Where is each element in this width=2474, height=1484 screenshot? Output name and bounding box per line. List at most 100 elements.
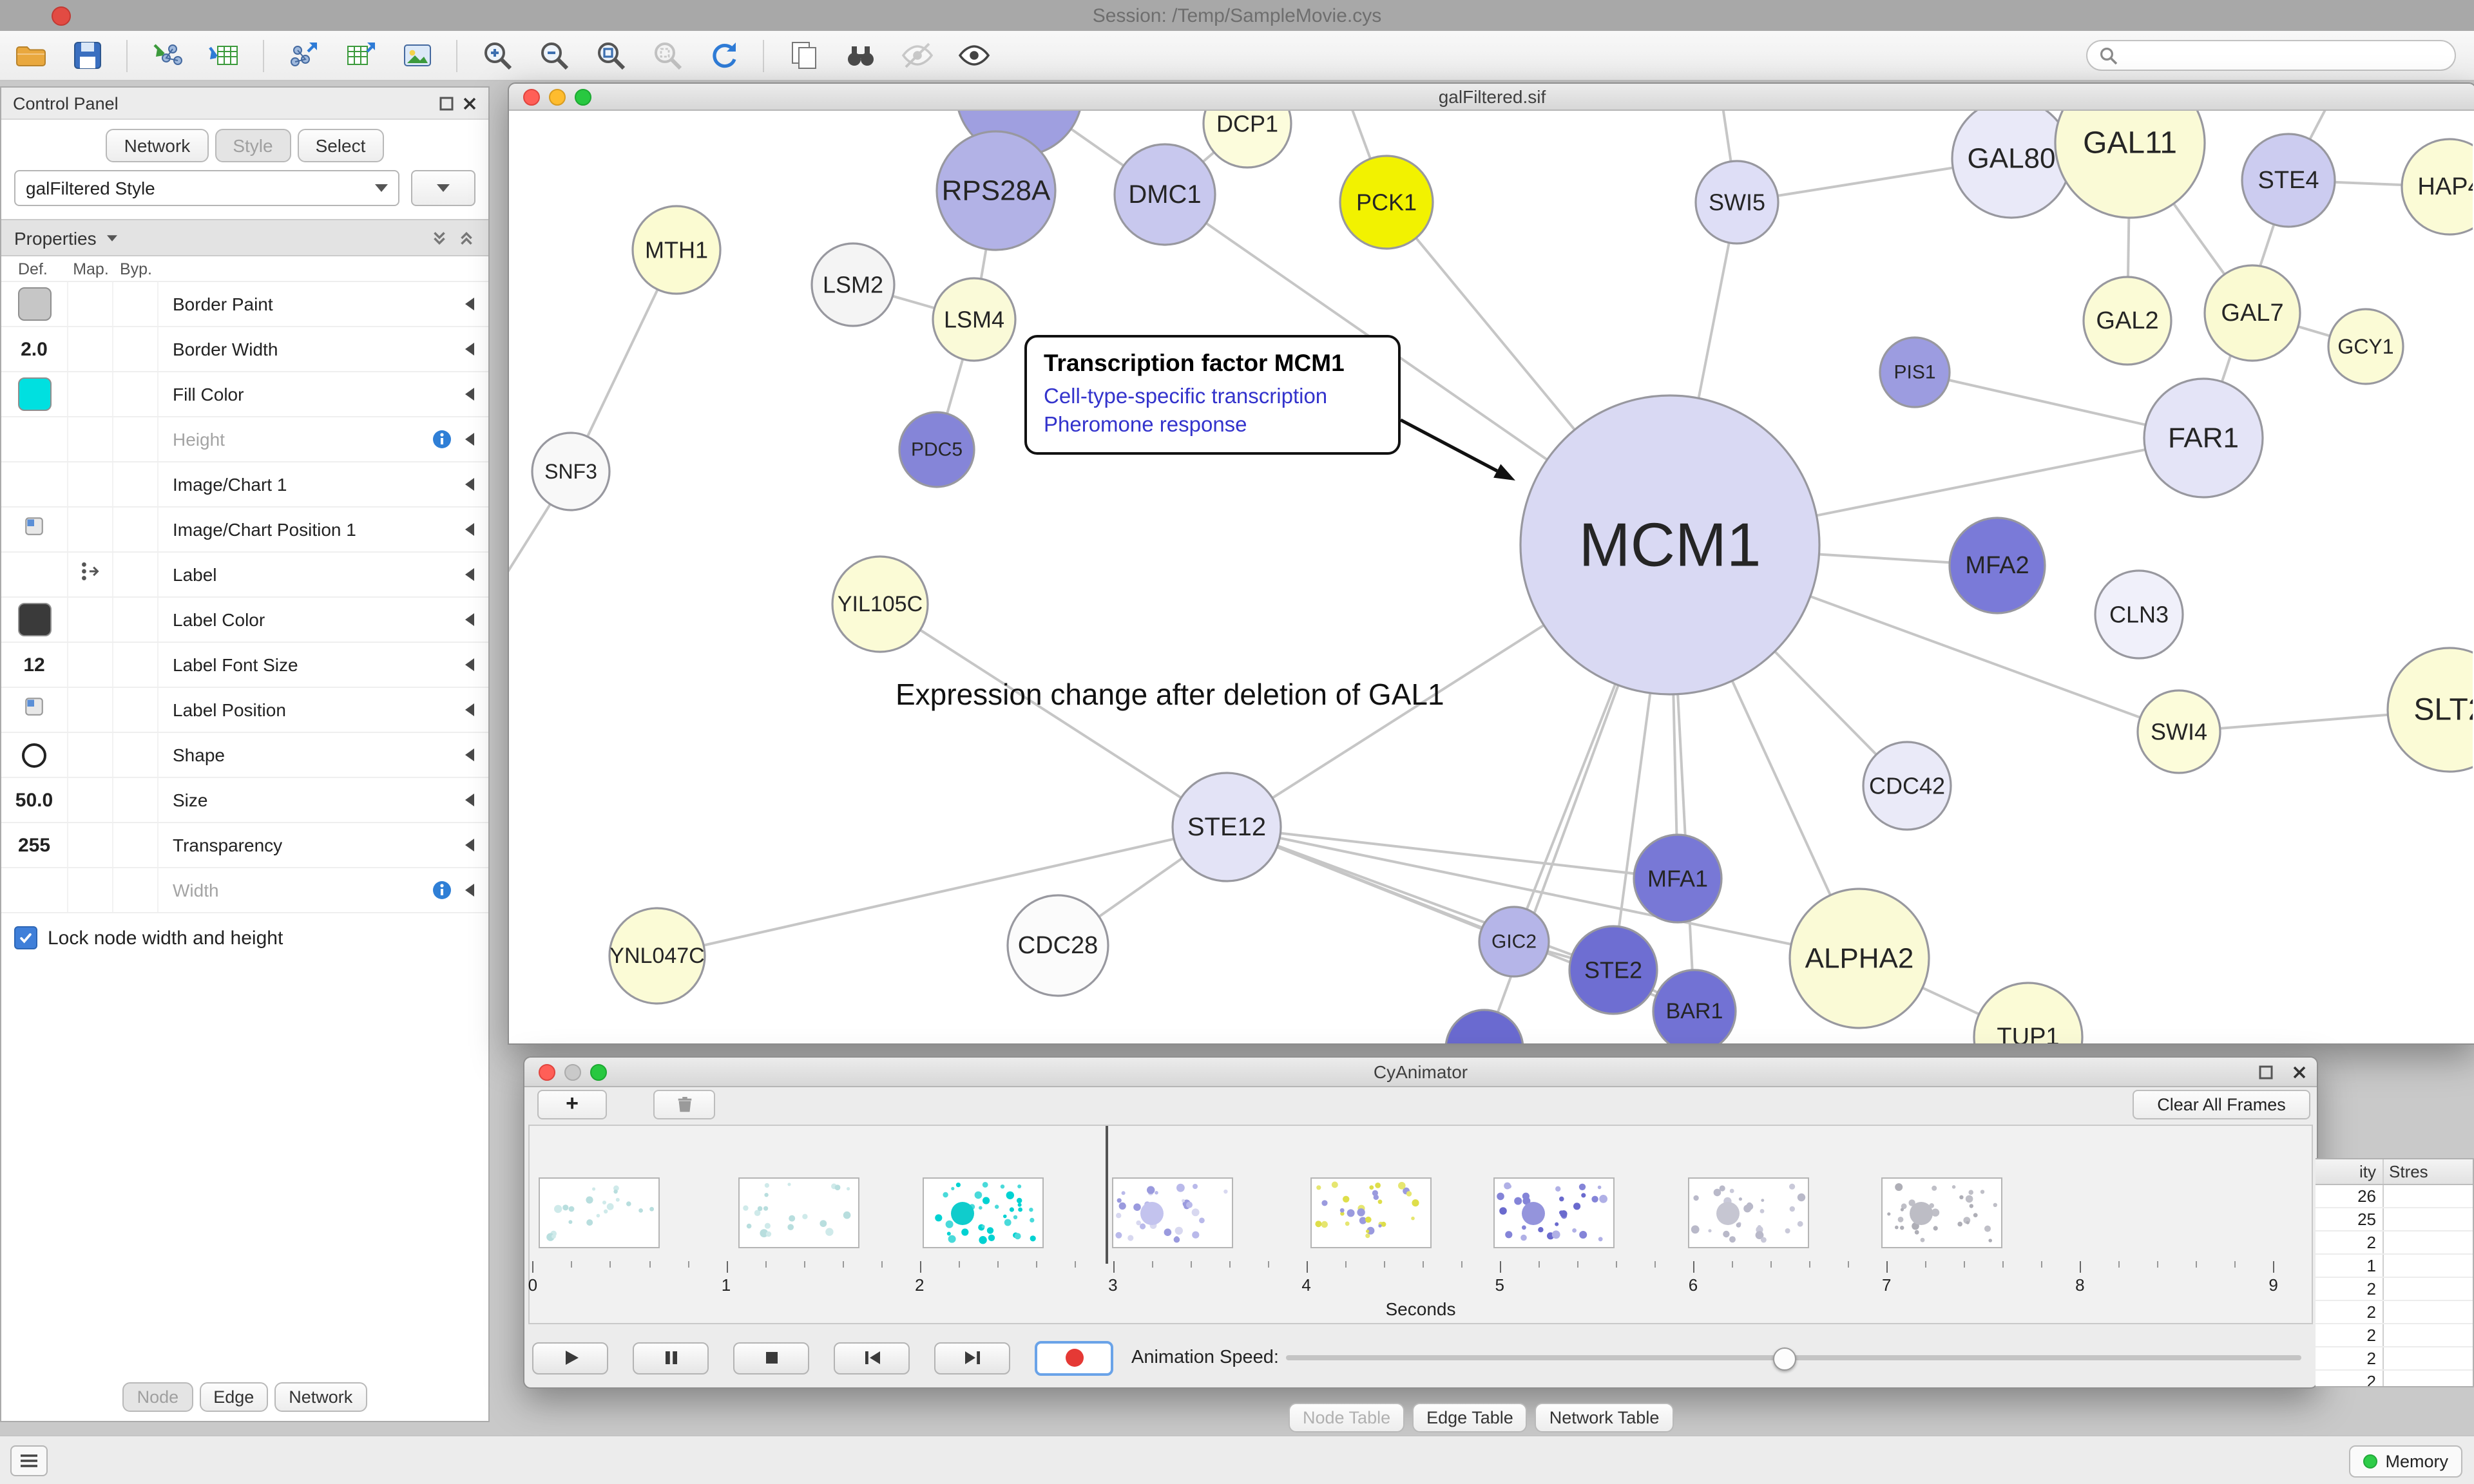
position-icon[interactable] <box>23 696 45 724</box>
network-node[interactable]: MFA1 <box>1633 833 1723 924</box>
animation-frame[interactable] <box>1112 1177 1233 1248</box>
default-cell[interactable]: 2.0 <box>1 327 68 371</box>
playhead[interactable] <box>1106 1126 1108 1264</box>
tab-style[interactable]: Style <box>215 129 291 162</box>
mapping-cell[interactable] <box>68 282 113 326</box>
default-cell[interactable]: 12 <box>1 643 68 687</box>
default-value[interactable]: 12 <box>23 654 45 676</box>
style-dropdown[interactable]: galFiltered Style <box>14 170 399 206</box>
table-row[interactable]: 2 <box>2316 1301 2473 1324</box>
close-window-icon[interactable] <box>523 88 540 105</box>
network-node[interactable]: LSM4 <box>932 277 1017 362</box>
network-node[interactable]: MTH1 <box>631 205 722 295</box>
default-value[interactable]: 50.0 <box>15 789 53 811</box>
expand-arrow-icon[interactable] <box>465 884 474 897</box>
style-options-button[interactable] <box>411 170 475 206</box>
expand-arrow-icon[interactable] <box>465 658 474 671</box>
panel-list-button[interactable] <box>10 1445 48 1476</box>
mapping-cell[interactable] <box>68 688 113 732</box>
expand-arrow-icon[interactable] <box>465 478 474 491</box>
table-row[interactable]: 2 <box>2316 1371 2473 1386</box>
bypass-cell[interactable] <box>113 282 158 326</box>
property-row[interactable]: Image/Chart 1 <box>1 462 488 508</box>
mapping-cell[interactable] <box>68 327 113 371</box>
property-row[interactable]: Border Paint <box>1 282 488 327</box>
hide-selected-icon[interactable] <box>899 38 934 73</box>
property-row[interactable]: Shape <box>1 733 488 778</box>
table-row[interactable]: 2 <box>2316 1232 2473 1255</box>
network-node[interactable]: GAL80 <box>1951 111 2072 219</box>
animation-frame[interactable] <box>923 1177 1044 1248</box>
clear-all-frames-button[interactable]: Clear All Frames <box>2133 1089 2310 1119</box>
default-value[interactable]: 255 <box>17 834 51 856</box>
property-row[interactable]: Label Position <box>1 688 488 733</box>
table-row[interactable]: 2 <box>2316 1324 2473 1347</box>
tab-edge-table[interactable]: Edge Table <box>1412 1403 1528 1432</box>
close-window-icon[interactable] <box>539 1063 555 1080</box>
property-row[interactable]: Width <box>1 868 488 913</box>
float-window-icon[interactable] <box>2259 1065 2273 1079</box>
panel-tab-node[interactable]: Node <box>122 1382 193 1412</box>
collapse-all-icon[interactable] <box>430 229 448 247</box>
table-header-cell[interactable]: Stres <box>2389 1162 2428 1181</box>
bypass-cell[interactable] <box>113 372 158 416</box>
slider-thumb[interactable] <box>1773 1347 1796 1370</box>
network-node[interactable]: STE12 <box>1171 772 1282 882</box>
network-node[interactable]: STE2 <box>1568 925 1658 1015</box>
network-node[interactable]: CDC42 <box>1862 741 1952 831</box>
export-image-icon[interactable] <box>399 38 434 73</box>
network-node[interactable]: GCY1 <box>2327 308 2404 385</box>
expand-arrow-icon[interactable] <box>465 343 474 356</box>
default-cell[interactable]: 50.0 <box>1 778 68 822</box>
cyanimator-titlebar[interactable]: CyAnimator <box>524 1058 2317 1087</box>
network-node[interactable]: GAL2 <box>2082 276 2172 366</box>
default-cell[interactable] <box>1 553 68 596</box>
mapping-cell[interactable] <box>68 372 113 416</box>
default-cell[interactable] <box>1 688 68 732</box>
show-all-icon[interactable] <box>956 38 991 73</box>
property-row[interactable]: 12 Label Font Size <box>1 643 488 688</box>
expand-arrow-icon[interactable] <box>465 433 474 446</box>
default-cell[interactable] <box>1 508 68 551</box>
property-row[interactable]: Height <box>1 417 488 462</box>
animation-frame[interactable] <box>1310 1177 1432 1248</box>
default-cell[interactable] <box>1 598 68 642</box>
tab-network-table[interactable]: Network Table <box>1535 1403 1674 1432</box>
properties-header[interactable]: Properties <box>1 219 488 256</box>
network-node[interactable]: GAL7 <box>2203 264 2301 362</box>
default-cell[interactable] <box>1 462 68 506</box>
table-row[interactable]: 26 <box>2316 1185 2473 1208</box>
expand-all-icon[interactable] <box>457 229 475 247</box>
bypass-cell[interactable] <box>113 733 158 777</box>
annotation-link[interactable]: Pheromone response <box>1044 413 1247 437</box>
color-swatch[interactable] <box>17 603 51 636</box>
property-row[interactable]: 2.0 Border Width <box>1 327 488 372</box>
network-node[interactable]: CLN3 <box>2094 569 2184 660</box>
panel-tab-network[interactable]: Network <box>274 1382 367 1412</box>
zoom-in-icon[interactable] <box>479 38 514 73</box>
zoom-selected-icon[interactable] <box>649 38 684 73</box>
network-node[interactable]: ALPHA2 <box>1788 888 1930 1029</box>
clone-view-icon[interactable] <box>786 38 821 73</box>
network-node[interactable]: BAR1 <box>1652 969 1737 1043</box>
tab-network[interactable]: Network <box>106 129 209 162</box>
table-row[interactable]: 2 <box>2316 1347 2473 1371</box>
search-network-icon[interactable] <box>843 38 877 73</box>
property-row[interactable]: Fill Color <box>1 372 488 417</box>
close-panel-icon[interactable] <box>463 96 477 110</box>
network-node[interactable]: STE4 <box>2241 133 2336 228</box>
network-node[interactable]: SWI4 <box>2136 689 2221 774</box>
bypass-cell[interactable] <box>113 688 158 732</box>
open-file-icon[interactable] <box>13 38 48 73</box>
bypass-cell[interactable] <box>113 778 158 822</box>
default-cell[interactable] <box>1 417 68 461</box>
pause-button[interactable] <box>633 1342 709 1374</box>
play-button[interactable] <box>532 1342 608 1374</box>
zoom-window-icon[interactable] <box>590 1063 607 1080</box>
minimize-window-icon[interactable] <box>564 1063 581 1080</box>
network-node[interactable]: GAL11 <box>2054 111 2206 219</box>
mapping-cell[interactable] <box>68 778 113 822</box>
expand-arrow-icon[interactable] <box>465 839 474 851</box>
table-header-cell[interactable]: ity <box>2316 1159 2384 1184</box>
